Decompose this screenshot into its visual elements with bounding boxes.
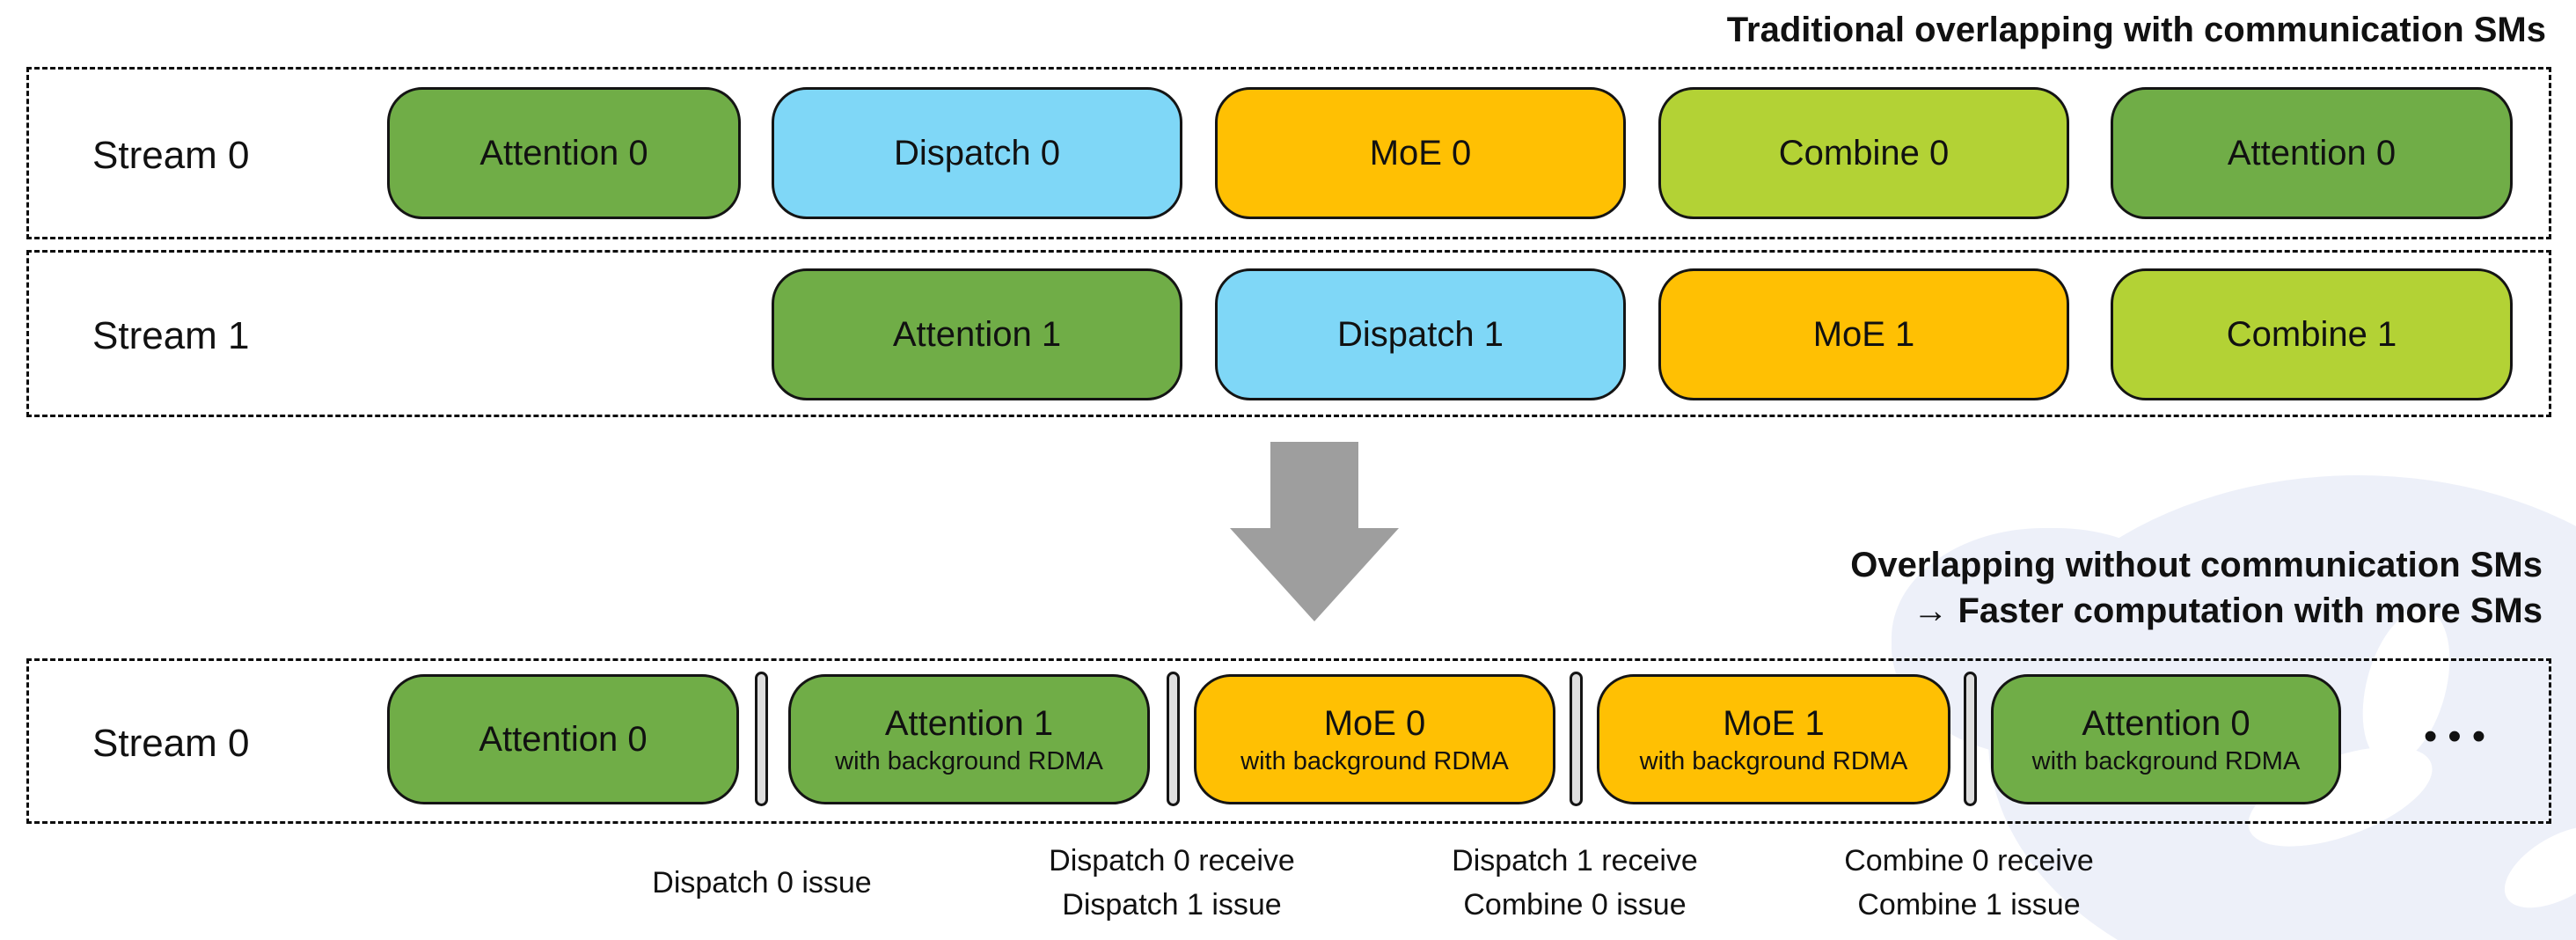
sync-divider-2 [1167,672,1180,806]
watermark-highlight [2491,809,2576,925]
sync-label-line: Dispatch 0 issue [652,866,872,900]
block-label: Dispatch 0 [894,133,1060,173]
stream0-label: Stream 0 [92,134,250,177]
block-label: Dispatch 1 [1337,314,1504,354]
block-attention-0-next: Attention 0 [2111,87,2513,219]
block-sublabel: with background RDMA [2031,746,2301,775]
block-label: Combine 1 [2226,314,2397,354]
sync-divider-3 [1570,672,1583,806]
optimized-title-line1: Overlapping without communication SMs [1850,546,2543,584]
block-label: MoE 1 [1723,703,1825,743]
block-attention-1-rdma: Attention 1 with background RDMA [788,674,1150,804]
optimized-title-line2: → Faster computation with more SMs [1913,591,2543,630]
sync-label-dispatch0-issue: Dispatch 0 issue [542,836,982,929]
sync-divider-4 [1964,672,1977,806]
traditional-stream1-box [26,250,2551,417]
block-combine-1: Combine 1 [2111,268,2513,400]
sync-label-combine0-receive: Combine 0 receive Combine 1 issue [1749,836,2189,929]
block-moe-1: MoE 1 [1658,268,2069,400]
block-sublabel: with background RDMA [835,746,1103,775]
traditional-title: Traditional overlapping with communicati… [1726,11,2546,49]
block-label: MoE 0 [1369,133,1472,173]
sync-divider-1 [755,672,768,806]
sync-label-line: Dispatch 0 receive [1049,844,1295,878]
continuation-ellipsis: ••• [2423,715,2497,758]
block-moe-0: MoE 0 [1215,87,1626,219]
sync-label-dispatch1-receive: Dispatch 1 receive Combine 0 issue [1355,836,1795,929]
block-label: Attention 0 [2227,133,2397,173]
sync-label-line: Combine 0 issue [1463,888,1687,922]
block-label: Combine 0 [1778,133,1950,173]
sync-label-line: Dispatch 1 receive [1452,844,1698,878]
block-moe-0-rdma: MoE 0 with background RDMA [1194,674,1555,804]
traditional-stream0-box [26,67,2551,239]
sync-label-line: Combine 0 receive [1844,844,2094,878]
block-sublabel: with background RDMA [1639,746,1908,775]
sync-label-line: Dispatch 1 issue [1062,888,1282,922]
stream1-label: Stream 1 [92,314,250,357]
sync-label-dispatch0-receive: Dispatch 0 receive Dispatch 1 issue [952,836,1392,929]
block-attention-1: Attention 1 [772,268,1182,400]
block-attention-0-opt: Attention 0 [387,674,739,804]
sync-label-line: Combine 1 issue [1857,888,2081,922]
block-combine-0: Combine 0 [1658,87,2069,219]
block-attention-0-rdma: Attention 0 with background RDMA [1991,674,2341,804]
down-arrow-icon [1230,528,1399,621]
block-attention-0: Attention 0 [387,87,741,219]
block-sublabel: with background RDMA [1240,746,1509,775]
block-label: Attention 1 [892,314,1062,354]
block-label: Attention 0 [2082,703,2250,743]
block-label: Attention 0 [479,133,648,173]
block-dispatch-0: Dispatch 0 [772,87,1182,219]
block-moe-1-rdma: MoE 1 with background RDMA [1597,674,1950,804]
block-label: Attention 0 [479,719,648,759]
block-label: MoE 0 [1323,703,1426,743]
down-arrow-icon [1270,442,1358,530]
optimized-title: Overlapping without communication SMs → … [1850,542,2543,634]
optimized-stream0-label: Stream 0 [92,722,250,765]
block-label: MoE 1 [1812,314,1915,354]
block-label: Attention 1 [884,703,1054,743]
block-dispatch-1: Dispatch 1 [1215,268,1626,400]
